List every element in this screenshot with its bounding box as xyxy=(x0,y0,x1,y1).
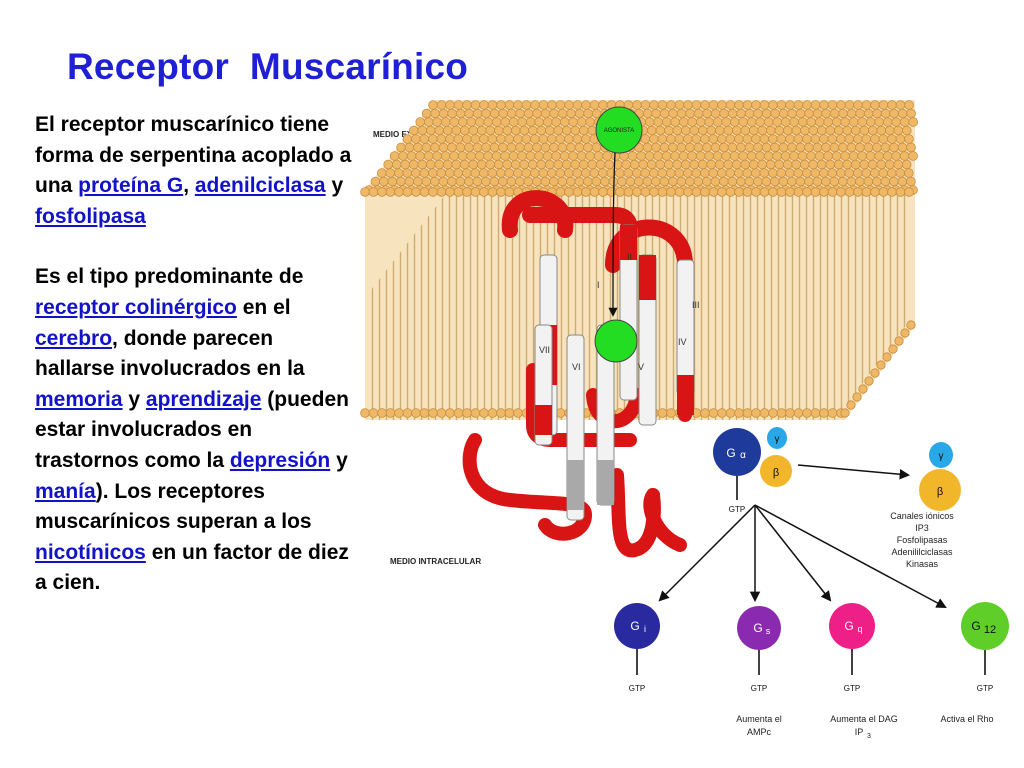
text-run: Es el tipo predominante de xyxy=(35,265,304,289)
text-run: El receptor muscarínico tiene forma de s… xyxy=(35,113,352,198)
gq-sub: q xyxy=(857,624,862,634)
link-cerebro[interactable]: cerebro xyxy=(35,326,113,350)
g-subunit-gq: G q GTP Aumenta el DAG IP 3 xyxy=(829,603,898,740)
g12-gtp: GTP xyxy=(977,684,993,693)
gq-effect-2: IP xyxy=(855,727,864,737)
link-mania[interactable]: manía xyxy=(35,479,96,503)
g-subunit-gs: G s GTP Aumenta el AMPc xyxy=(736,606,782,737)
gs-effect-2: AMPc xyxy=(747,727,772,737)
link-memoria[interactable]: memoria xyxy=(35,387,123,411)
g-subunit-g12: G 12 GTP Activa el Rho xyxy=(940,602,1009,724)
text-run: ). Los receptores muscarínicos superan a… xyxy=(35,479,312,534)
link-nicotinicos[interactable]: nicotínicos xyxy=(35,540,146,564)
effector-line-3: Fosfolipasas xyxy=(897,535,948,545)
text-run: , donde parecen hallarse involucrados en… xyxy=(35,326,305,381)
helix-label-i: I xyxy=(597,280,600,290)
beta-gamma-dimer: γ β Canales iónicos IP3 Fosfolipasas Ade… xyxy=(797,442,961,569)
link-adenilciclasa[interactable]: adenilciclasa xyxy=(194,174,326,198)
text-run: en el xyxy=(236,295,291,319)
link-proteina-g[interactable]: proteína G xyxy=(78,174,184,198)
intracellular-label: MEDIO INTRACELULAR xyxy=(390,557,481,566)
gs-sub: s xyxy=(766,626,771,636)
effector-line-4: Adenililciclasas xyxy=(891,547,953,557)
link-receptor-colinergico[interactable]: receptor colinérgico xyxy=(35,295,237,319)
gamma-label-2: γ xyxy=(939,451,944,462)
g12-effect: Activa el Rho xyxy=(940,714,993,724)
g-alpha-label: G xyxy=(726,446,735,460)
helix-label-v: V xyxy=(638,362,644,372)
text-run: (pueden estar involucrados en trastornos… xyxy=(35,387,349,472)
gtp-label: GTP xyxy=(729,505,745,514)
receptor-helices: I II III IV V VI VII xyxy=(462,190,700,558)
gi-gtp: GTP xyxy=(629,684,645,693)
bound-agonist xyxy=(594,319,638,363)
paragraph-2: Es el tipo predominante de receptor coli… xyxy=(35,262,355,599)
link-depresion[interactable]: depresión xyxy=(229,448,331,472)
gs-effect-1: Aumenta el xyxy=(736,714,782,724)
helix-label-iii: III xyxy=(692,300,700,310)
text-run: y xyxy=(330,448,348,472)
text-run: y xyxy=(122,387,146,411)
lipid-heads-bottom xyxy=(360,320,916,418)
text-run: en un factor de diez a cien. xyxy=(35,540,349,595)
g12-label: G xyxy=(971,619,980,633)
gq-label: G xyxy=(844,619,853,633)
gq-effect-2-sub: 3 xyxy=(867,733,871,740)
gi-label: G xyxy=(630,619,639,633)
gq-effect-1: Aumenta el DAG xyxy=(830,714,898,724)
agonist: AGONISTA xyxy=(594,106,643,363)
helix-label-vi: VI xyxy=(572,362,581,372)
link-aprendizaje[interactable]: aprendizaje xyxy=(145,387,262,411)
gq-gtp: GTP xyxy=(844,684,860,693)
helix-label-iv: IV xyxy=(678,337,687,347)
lipid-bilayer xyxy=(360,100,918,420)
text-run: y xyxy=(325,174,344,198)
paragraph-1: El receptor muscarínico tiene forma de s… xyxy=(35,110,355,232)
beta-label: β xyxy=(773,467,779,479)
beta-label-2: β xyxy=(937,486,943,498)
lipid-heads-top xyxy=(360,100,918,197)
gs-gtp: GTP xyxy=(751,684,767,693)
gamma-label: γ xyxy=(775,434,780,445)
g-alpha-sub: α xyxy=(740,450,746,461)
helix-label-vii: VII xyxy=(539,345,550,355)
page-title: Receptor Muscarínico xyxy=(67,46,469,87)
description-text: El receptor muscarínico tiene forma de s… xyxy=(35,110,355,599)
g-subunit-gi: G i GTP xyxy=(614,603,660,693)
gs-label: G xyxy=(753,621,762,635)
link-fosfolipasa[interactable]: fosfolipasa xyxy=(35,204,146,228)
muscarinic-receptor-diagram: MEDIO EXTRACELULAR MEDIO INTRACELULAR I … xyxy=(360,100,1009,740)
g12-sub: 12 xyxy=(984,624,996,636)
effector-line-1: Canales iónicos xyxy=(890,511,954,521)
effector-line-2: IP3 xyxy=(915,523,929,533)
gi-sub: i xyxy=(644,624,646,634)
helix-label-ii: II xyxy=(627,252,632,262)
g-alpha-arrows xyxy=(658,504,947,608)
agonist-label: AGONISTA xyxy=(604,128,635,134)
text-run: , xyxy=(183,174,195,198)
effector-line-5: Kinasas xyxy=(906,559,939,569)
g-protein-heterotrimer: G α γ β GTP xyxy=(713,427,792,514)
